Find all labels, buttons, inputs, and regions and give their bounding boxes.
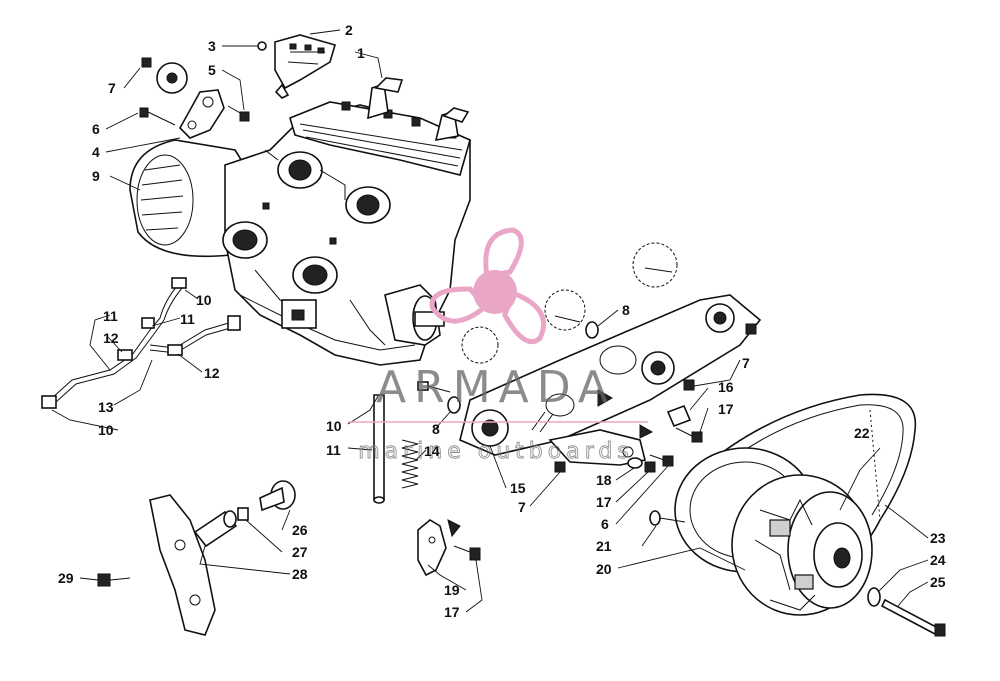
callout-7-right: 7 [742,355,750,371]
fuel-fitting-e [227,315,241,331]
bolt-5 [227,105,250,122]
callout-7-low: 7 [518,499,526,515]
spring-14 [401,439,419,489]
washer-24 [867,587,881,607]
callout-27: 27 [292,544,308,560]
callout-2: 2 [345,22,353,38]
bearing-middle [641,351,675,385]
nut-7-mid [683,379,695,391]
callout-29: 29 [58,570,74,586]
callout-3: 3 [208,38,216,54]
callout-17-c: 17 [444,604,460,620]
washer-8-b [447,396,461,414]
callout-13: 13 [98,399,114,415]
callout-1: 1 [357,45,365,61]
callout-16: 16 [718,379,734,395]
bracket-16 [666,404,692,428]
watermark-brand: ARMADA [376,362,616,413]
sprocket-outlines [461,242,678,364]
callout-10-a: 10 [196,292,212,308]
engine-assembly [129,77,471,366]
fuel-fitting-a [171,277,187,289]
callout-10-b: 10 [98,422,114,438]
callout-8-b: 8 [432,421,440,437]
watermark: ARMADA marine outboards [348,227,648,464]
pto-shaft [384,284,445,346]
bolt-17b [644,461,656,473]
callout-5: 5 [208,62,216,78]
washer-27 [237,507,249,521]
callout-20: 20 [596,561,612,577]
callout-11-c: 11 [326,442,341,458]
callout-4: 4 [92,144,100,160]
crankcase-lower-detail [239,269,416,351]
callout-9: 9 [92,168,100,184]
leader-lines [51,29,929,613]
fuel-fitting-f [41,395,57,409]
fuel-fitting-b [141,317,155,329]
washer-18 [627,457,643,469]
callout-25: 25 [930,574,946,590]
exhaust-ports [264,149,391,224]
bearing-lower [471,409,509,447]
callout-14: 14 [424,443,440,459]
bolt-25 [880,598,946,637]
clutch-22 [731,474,873,616]
callout-24: 24 [930,552,946,568]
bolt-21 [649,510,686,526]
watermark-tagline: marine outboards [358,439,634,464]
callout-8-a: 8 [622,302,630,318]
nut-7-right [745,323,757,335]
callout-6-top: 6 [92,121,100,137]
nut-7-top [141,57,152,68]
bracket-29-plate [149,494,216,636]
callout-17-b: 17 [596,494,612,510]
bolt-17a [675,427,703,443]
gear-7-top [156,62,188,94]
fuel-connector-d [167,344,183,356]
bearing-top-right [705,303,735,333]
callout-26: 26 [292,522,308,538]
mount-bracket [179,89,225,139]
callout-23: 23 [930,530,946,546]
ignition-coil-bracket [274,34,336,90]
callout-11-b: 11 [180,311,195,327]
bolt-29 [97,573,131,587]
callout-17-a: 17 [718,401,734,417]
arrow-marker-b [447,519,461,538]
bolt-17c [453,545,481,561]
callout-10-c: 10 [326,418,342,434]
chaincase-plate [459,294,762,466]
bracket-19 [417,519,447,577]
callout-18: 18 [596,472,612,488]
screw-3 [244,41,267,51]
bushing-26 [259,480,296,512]
propeller-icon [429,227,546,345]
bolt-10c [417,381,451,393]
callout-15: 15 [510,480,526,496]
callout-21: 21 [596,538,612,554]
fuel-line-group [41,277,241,409]
intake-ports [222,202,338,294]
washer-8-a [585,321,599,339]
callout-28: 28 [292,566,308,582]
callout-19: 19 [444,582,460,598]
bolt-6-top [139,107,176,126]
callout-7-top: 7 [108,80,116,96]
callout-12-b: 12 [204,365,220,381]
callout-12-a: 12 [103,330,119,346]
callout-22: 22 [854,425,870,441]
arrow-marker-a [639,424,654,439]
callout-6-low: 6 [601,516,609,532]
top-bracket-group [139,34,336,139]
spacer-28 [193,510,238,548]
fuel-connector-c [117,349,133,361]
spark-plug-towers [367,77,470,142]
callout-numbers: 2 1 3 5 7 6 4 9 10 11 11 12 12 13 10 8 7… [58,22,946,620]
callout-11-a: 11 [103,308,118,324]
